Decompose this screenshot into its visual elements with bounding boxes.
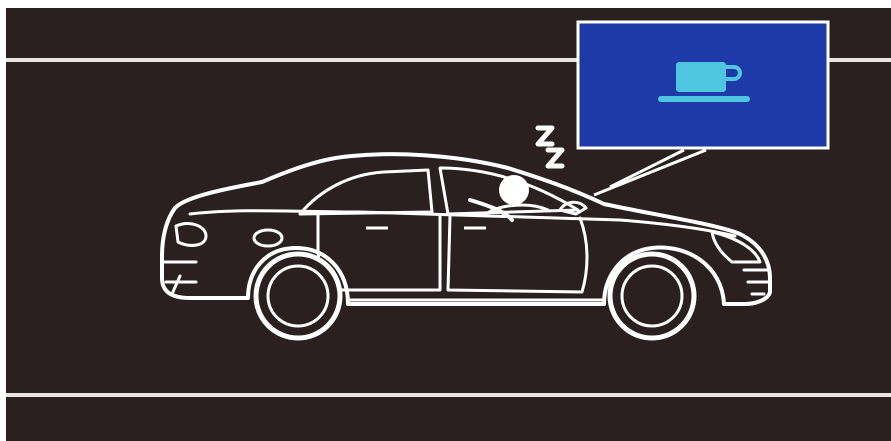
rear-window: [300, 170, 432, 214]
callout-line-2: [610, 150, 684, 187]
fatigue-alert-panel: [578, 22, 828, 148]
fuel-cap: [254, 230, 282, 246]
driver-head: [499, 175, 529, 205]
zzz-icon: [538, 128, 562, 166]
front-grille: [744, 270, 770, 294]
callout-pointer: [594, 150, 706, 195]
front-wheel: [610, 254, 694, 338]
rear-wheel: [256, 254, 340, 338]
tail-light: [176, 224, 206, 246]
